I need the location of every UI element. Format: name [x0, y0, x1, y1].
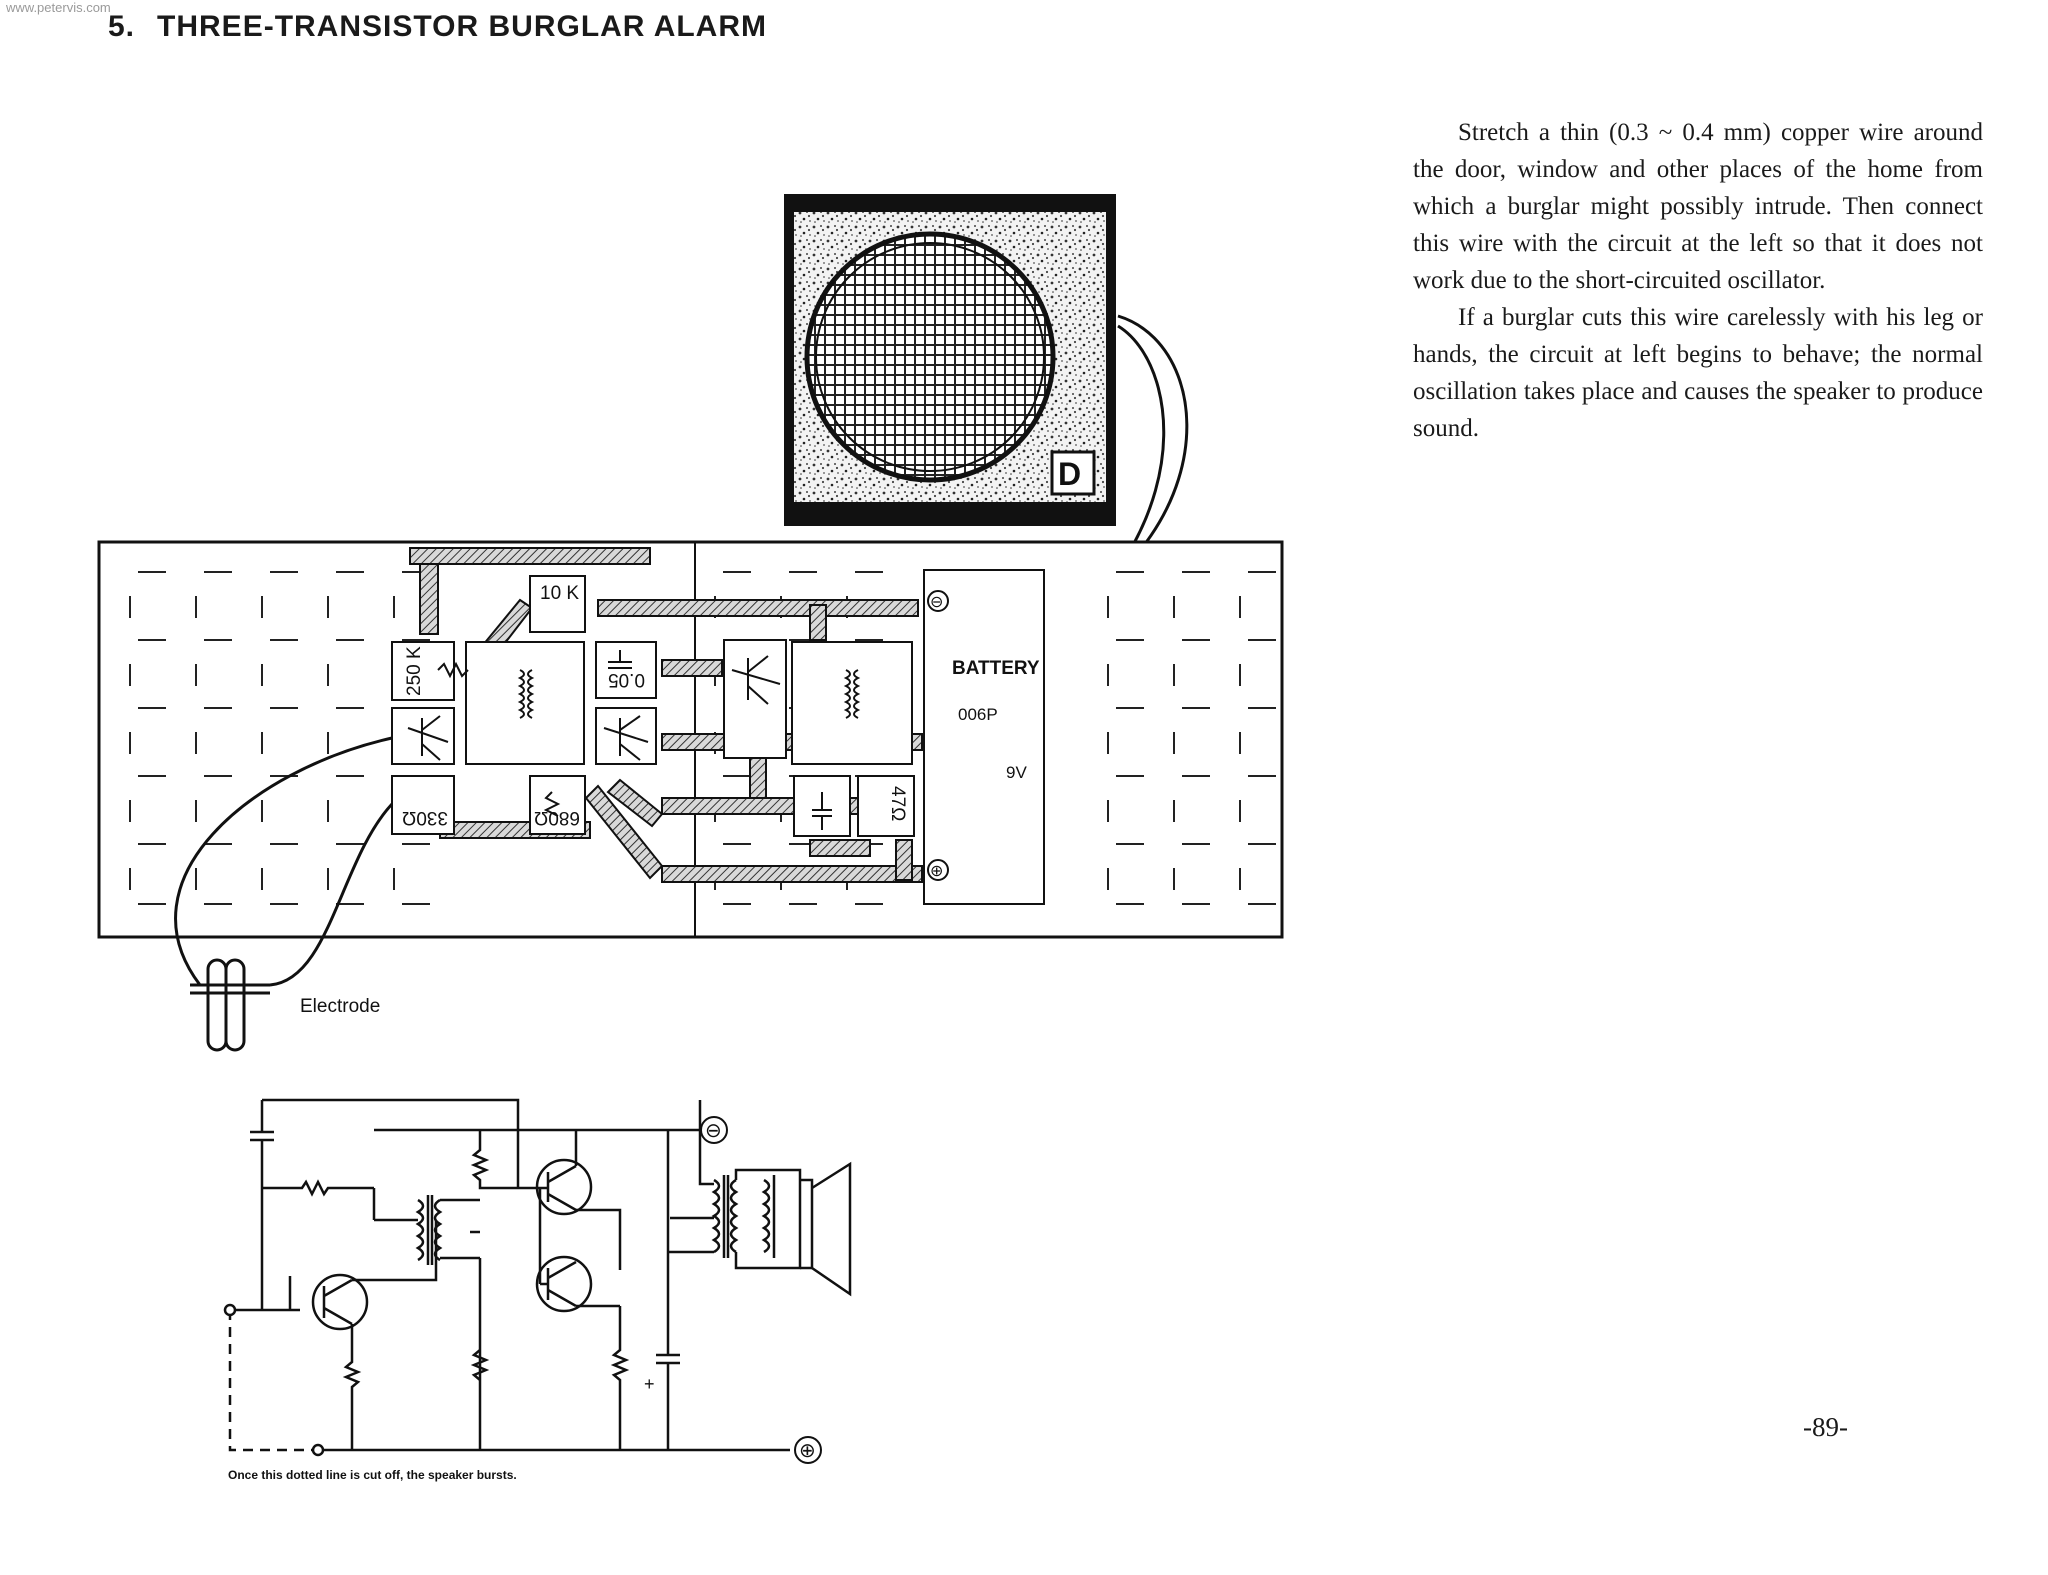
module-47 [857, 775, 915, 837]
schematic [223, 1098, 852, 1457]
label-47: 47Ω [887, 786, 908, 821]
battery: ⊖ ⊕ BATTERY 006P 9V [923, 569, 1045, 905]
section-heading: 5. THREE-TRANSISTOR BURGLAR ALARM [108, 10, 767, 44]
section-title: THREE-TRANSISTOR BURGLAR ALARM [157, 10, 768, 43]
label-005: 0.05 [608, 669, 645, 690]
instructions-text: Stretch a thin (0.3 ~ 0.4 mm) copper wir… [1413, 114, 1983, 447]
module-transistor-3 [723, 639, 787, 759]
speaker-cabinet: D [784, 194, 1116, 526]
module-10k [529, 575, 586, 633]
electrode [190, 958, 270, 1052]
module-680 [529, 775, 586, 835]
module-005 [595, 641, 657, 699]
instruction-paragraph-1: Stretch a thin (0.3 ~ 0.4 mm) copper wir… [1413, 119, 1983, 294]
schematic-negative-terminal: ⊖ [705, 1120, 722, 1142]
electrode-wires [174, 736, 394, 987]
svg-text:D: D [1058, 456, 1081, 492]
label-330: 330Ω [402, 807, 448, 828]
electrode-label: Electrode [300, 996, 380, 1017]
label-250k: 250 K [404, 646, 425, 696]
section-number: 5. [108, 10, 136, 43]
schematic-positive-terminal: ⊕ [799, 1440, 816, 1462]
schematic-caption: Once this dotted line is cut off, the sp… [228, 1468, 517, 1482]
battery-label: BATTERY [952, 658, 1040, 679]
speaker-grille [804, 231, 1056, 483]
battery-voltage: 9V [1006, 763, 1027, 782]
site-watermark: www.petervis.com [6, 0, 111, 15]
module-transformer-2 [791, 641, 913, 765]
battery-positive-terminal: ⊕ [930, 863, 943, 880]
brand-logo [1050, 450, 1096, 496]
page-number: -89- [1803, 1412, 1848, 1442]
battery-type: 006P [958, 705, 998, 724]
module-transformer-1 [465, 641, 585, 765]
module-symbols [407, 650, 861, 830]
instruction-paragraph-2: If a burglar cuts this wire carelessly w… [1413, 304, 1983, 442]
schematic-cap-polarity: + [644, 1374, 655, 1394]
component-modules [391, 575, 915, 837]
module-330 [391, 775, 455, 835]
label-10k: 10 K [540, 583, 579, 604]
module-250k [391, 641, 455, 701]
label-680: 680Ω [534, 807, 580, 828]
battery-negative-terminal: ⊖ [930, 594, 943, 611]
